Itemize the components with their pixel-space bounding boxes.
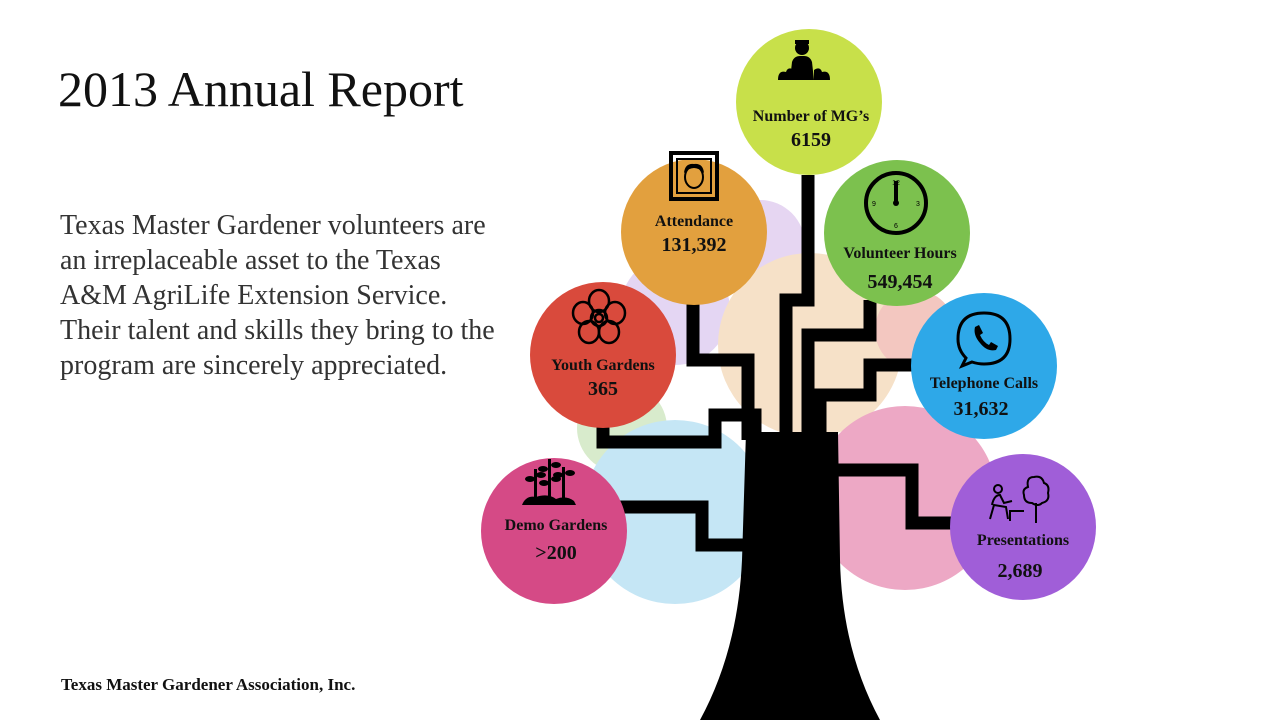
footer-organization: Texas Master Gardener Association, Inc.: [61, 675, 356, 694]
stat-label: Presentations: [977, 532, 1069, 549]
stat-value: >200: [535, 542, 576, 564]
phone-icon: [956, 311, 1012, 369]
stat-value: 365: [588, 378, 618, 400]
intro-paragraph: Texas Master Gardener volunteers are an …: [60, 210, 495, 381]
svg-text:9: 9: [872, 201, 876, 208]
stat-label: Telephone Calls: [930, 375, 1038, 392]
stat-label: Number of MG’s: [753, 108, 869, 125]
stat-label: Attendance: [655, 213, 733, 230]
stat-demo-gardens: Demo Gardens >200: [481, 458, 627, 604]
presenter-icon: [989, 475, 1050, 523]
stat-circle: [530, 282, 676, 428]
page-title: 2013 Annual Report: [58, 61, 464, 117]
stat-value: 31,632: [954, 398, 1009, 420]
stat-value: 549,454: [868, 271, 933, 293]
stat-presentations: Presentations 2,689: [950, 454, 1096, 600]
tree-trunk: [596, 175, 965, 720]
stat-youth-gardens: Youth Gardens 365: [530, 282, 676, 428]
stat-circle: [481, 458, 627, 604]
plants-icon: [522, 459, 576, 505]
stat-circle: [911, 293, 1057, 439]
stat-circle: [621, 159, 767, 305]
stat-label: Volunteer Hours: [843, 245, 956, 262]
stat-number-of-mgs: Number of MG’s 6159: [736, 29, 882, 175]
stat-volunteer-hours: 12 3 6 9 Volunteer Hours 549,454: [824, 160, 970, 306]
portrait-icon: [669, 151, 719, 201]
stat-label: Demo Gardens: [505, 517, 608, 534]
stat-circle: [950, 454, 1096, 600]
stat-value: 131,392: [662, 234, 727, 256]
flower-icon: [571, 288, 627, 345]
stat-value: 6159: [791, 129, 831, 151]
stat-telephone-calls: Telephone Calls 31,632: [911, 293, 1057, 439]
stat-attendance: Attendance 131,392: [621, 151, 767, 305]
stat-label: Youth Gardens: [551, 357, 655, 374]
svg-text:6: 6: [894, 223, 898, 230]
gardener-icon: [778, 40, 830, 80]
svg-text:3: 3: [916, 201, 920, 208]
clock-icon: 12 3 6 9: [864, 171, 928, 235]
stat-circle: [736, 29, 882, 175]
svg-text:12: 12: [892, 180, 900, 187]
stat-value: 2,689: [998, 560, 1043, 582]
